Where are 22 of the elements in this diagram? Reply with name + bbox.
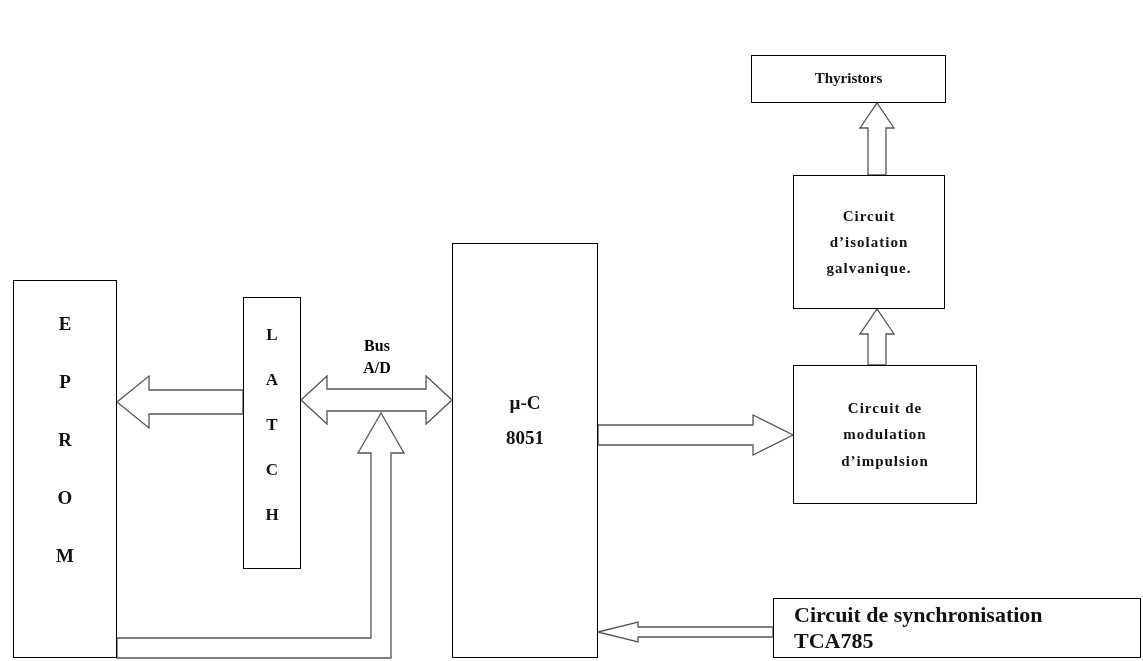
block-arrow	[858, 307, 896, 366]
block-arrow	[115, 374, 244, 430]
block-box	[793, 365, 977, 504]
block-label: Thyristors	[814, 69, 883, 89]
block-box	[452, 243, 598, 658]
block-label: µ-C 8051	[505, 391, 545, 450]
block-box	[793, 175, 945, 309]
block-arrow	[597, 621, 774, 643]
block-box	[751, 55, 946, 103]
block-arrow	[116, 411, 406, 659]
block-box	[773, 598, 1141, 658]
block-arrow	[858, 101, 896, 176]
block-label: EPROM	[55, 312, 75, 568]
block-label: Circuit d’isolation galvanique.	[825, 206, 913, 279]
edge-label: Bus A/D	[362, 336, 392, 378]
block-box	[243, 297, 301, 569]
double-block-arrow	[300, 374, 453, 426]
block-label: Circuit de modulation d’impulsion	[840, 399, 930, 471]
block-label: LATCH	[264, 324, 280, 526]
block-box	[13, 280, 117, 658]
block-arrow	[597, 413, 795, 457]
block-label: Circuit de synchronisation TCA785	[794, 601, 1044, 655]
